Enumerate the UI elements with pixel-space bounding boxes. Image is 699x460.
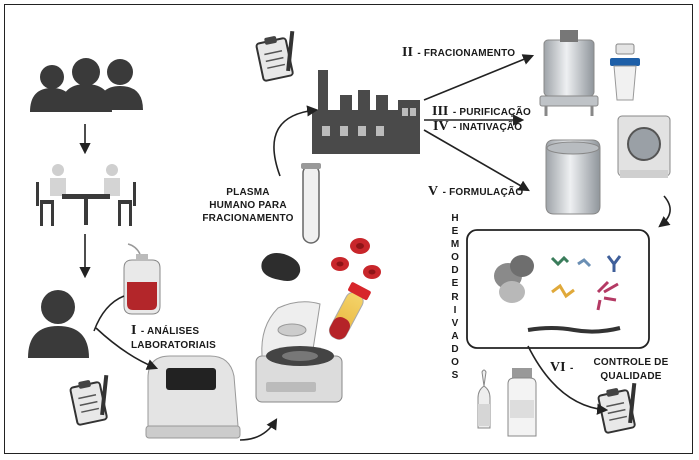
platelet-icon [261, 253, 301, 281]
proteins-icon [494, 255, 622, 334]
filter-cartridge-icon [610, 43, 640, 101]
test-tube-icon [328, 282, 371, 340]
red-blood-cell-icon [331, 238, 381, 279]
consultation-table-icon [36, 164, 136, 226]
hemoderivados-label: H E M O D E R I V A D O S [450, 213, 460, 382]
step-6-text: CONTROLE DE QUALIDADE [593, 357, 669, 382]
ampoule-icon [477, 369, 491, 429]
freeze-dryer-icon [617, 115, 671, 178]
donor-icon [28, 290, 89, 358]
stainless-tank-icon [545, 139, 601, 215]
clipboard-icon [597, 382, 637, 434]
step-2-label: II - FRACIONAMENTO [402, 45, 516, 60]
fractionation-tank-icon [539, 30, 599, 116]
flow-arrows [79, 54, 671, 441]
diagram-border [4, 4, 693, 454]
step-6-label: VI - [550, 360, 574, 375]
step-4-label: IV - INATIVAÇÃO [433, 119, 523, 134]
plasma-tube-icon [301, 163, 321, 244]
clipboard-icon [69, 374, 109, 426]
centrifuge-icon [255, 301, 343, 403]
step-1-label: I - ANÁLISES LABORATORIAIS [131, 323, 217, 351]
blood-bag-icon [93, 243, 161, 332]
step-3-label: III - PURIFICAÇÃO [432, 104, 531, 119]
lab-analyzer-icon [145, 355, 241, 439]
step-5-label: V - FORMULAÇÃO [428, 184, 524, 199]
factory-icon [312, 70, 420, 154]
people-group-icon [30, 58, 143, 112]
clipboard-icon [255, 30, 295, 82]
vial-icon [507, 368, 537, 437]
plasma-label: PLASMA HUMANO PARA FRACIONAMENTO [202, 187, 294, 224]
